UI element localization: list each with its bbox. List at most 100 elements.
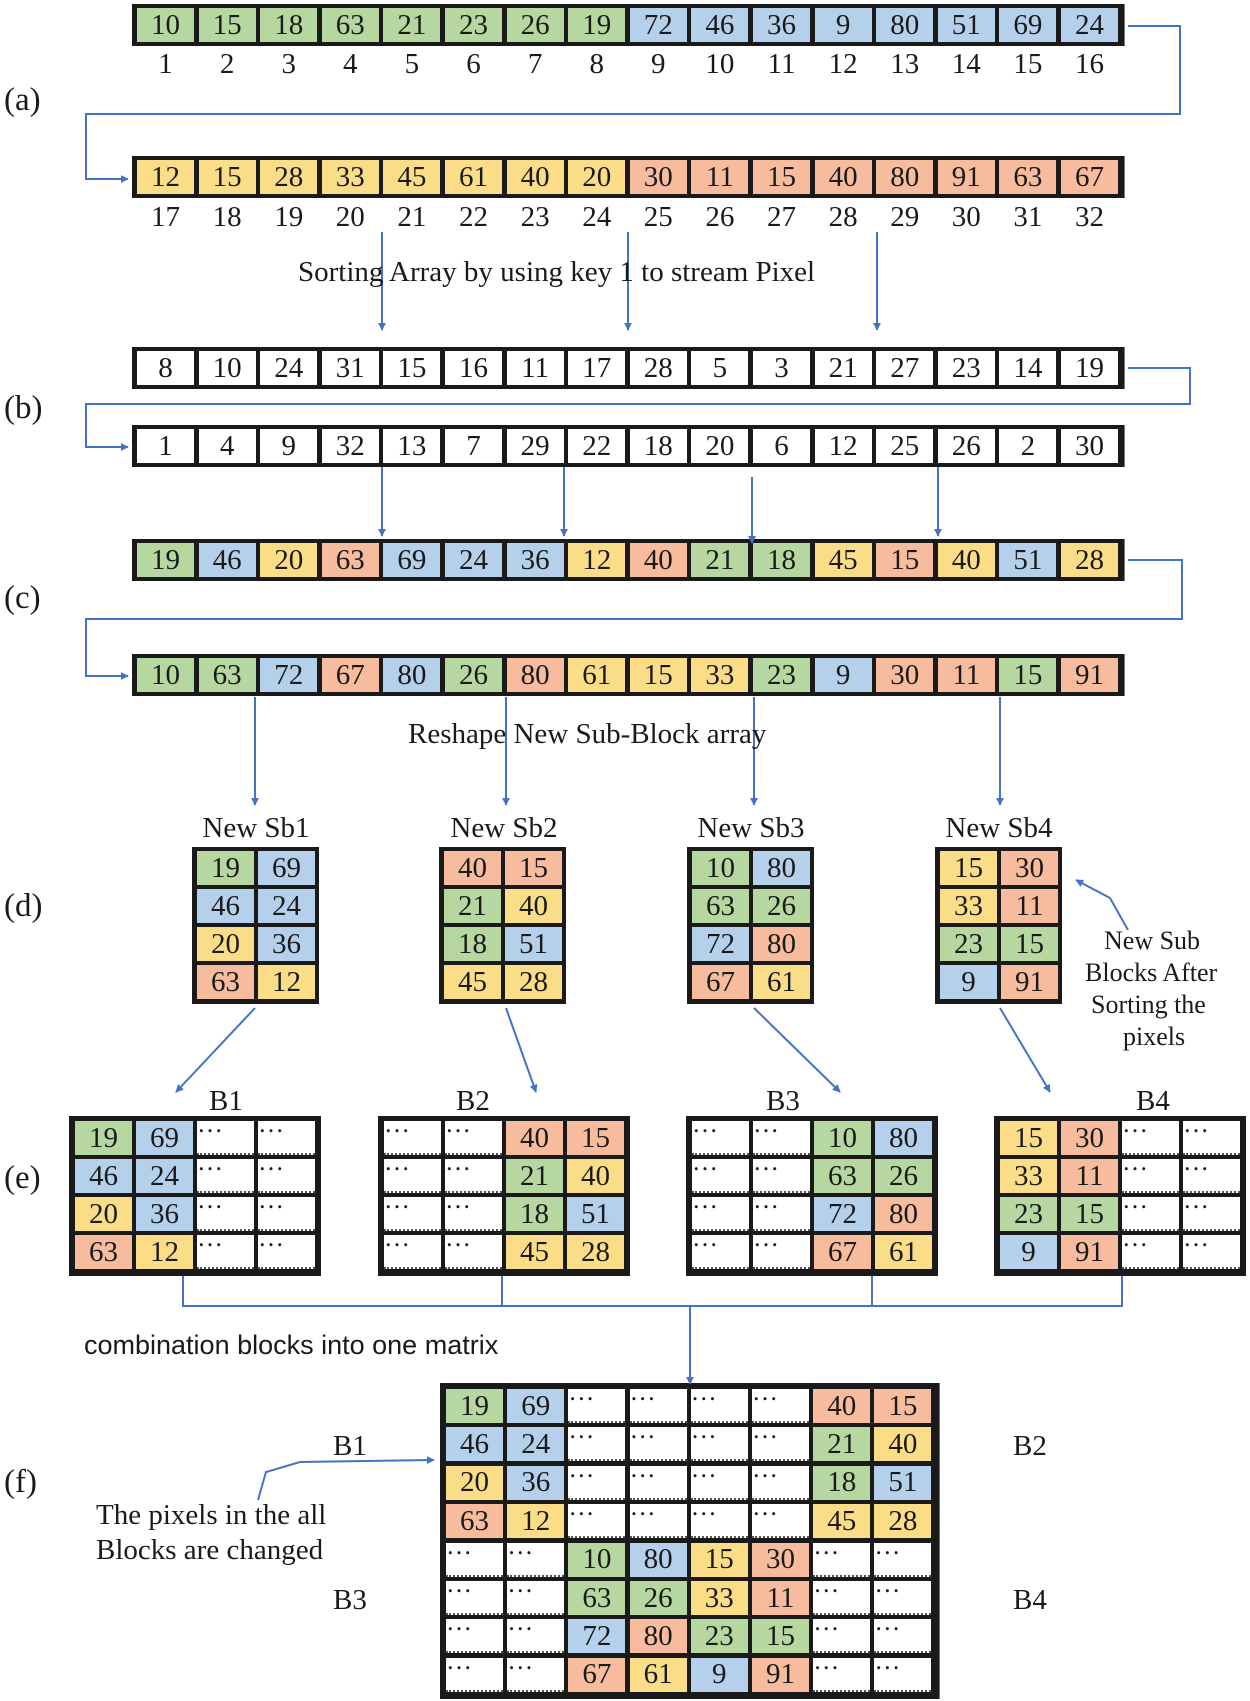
array-a1-cell: 63 — [321, 8, 379, 42]
block-b3-empty-cell: … … — [753, 1225, 810, 1277]
index-a2: 22 — [459, 201, 488, 233]
index-a1: 7 — [527, 48, 543, 80]
array-c1-cell: 40 — [937, 543, 995, 577]
matrix-cell: 33 — [690, 1581, 748, 1615]
array-c2-cell: 33 — [691, 658, 749, 692]
subblock-2-cell: 45 — [444, 965, 501, 999]
array-a1-cell: 9 — [814, 8, 872, 42]
block-b3-empty-cell: … … — [692, 1225, 749, 1277]
key-array-b2-cell: 20 — [691, 429, 749, 463]
subblock-1-cell: 20 — [197, 927, 254, 961]
subblock-title-3: New Sb3 — [697, 812, 805, 844]
block-b1-empty-cell: … … — [197, 1225, 254, 1277]
block-b4-cell: 11 — [1061, 1159, 1118, 1193]
block-b1-cell: 46 — [75, 1159, 132, 1193]
key-array-b2-cell: 25 — [876, 429, 934, 463]
key-array-b1-cell: 10 — [198, 351, 256, 385]
array-c1-cell: 69 — [383, 543, 441, 577]
array-a2-cell: 63 — [999, 160, 1057, 194]
part-label-c: (c) — [4, 580, 41, 616]
combination-caption: combination blocks into one matrix — [84, 1330, 499, 1360]
index-a2: 28 — [828, 201, 858, 233]
matrix-label-b1: B1 — [333, 1430, 367, 1462]
block-b2-empty-cell: … … — [384, 1225, 441, 1277]
array-a2-cell: 28 — [260, 160, 318, 194]
block-b4-empty-cell: … … — [1183, 1149, 1240, 1201]
subblock-2-cell: 40 — [444, 851, 501, 885]
subblock-3-cell: 63 — [692, 889, 749, 923]
array-c2-cell: 30 — [876, 658, 934, 692]
index-a1: 14 — [951, 48, 981, 80]
matrix-cell: 20 — [446, 1465, 503, 1500]
block-b3-cell: 61 — [875, 1235, 932, 1269]
matrix-cell: 30 — [752, 1542, 809, 1577]
new-subblocks-note-line-2: Blocks After — [1085, 958, 1218, 987]
array-a1-cell: 46 — [691, 8, 749, 42]
matrix-label-b4: B4 — [1013, 1584, 1047, 1616]
index-a2: 26 — [705, 201, 735, 233]
block-b3-cell: 26 — [875, 1159, 932, 1193]
block-b1-cell: 69 — [136, 1121, 193, 1155]
new-subblocks-note-line-3: Sorting the — [1091, 990, 1206, 1019]
key-array-b2-cell: 30 — [1061, 429, 1118, 463]
index-a1: 4 — [343, 48, 358, 80]
index-a2: 19 — [274, 201, 304, 233]
subblock-3-cell: 67 — [692, 965, 749, 999]
array-c2-cell: 11 — [937, 658, 995, 692]
matrix-cell: 63 — [446, 1504, 503, 1539]
matrix-cell: 51 — [874, 1465, 932, 1500]
key-array-b1-cell: 19 — [1061, 351, 1118, 385]
subblock-3-cell: 61 — [753, 965, 810, 999]
block-b3-cell: 72 — [814, 1197, 871, 1231]
matrix-cell: 23 — [690, 1619, 748, 1654]
array-a1-cell: 72 — [629, 8, 687, 42]
block-b1-cell: 20 — [75, 1197, 132, 1231]
key-array-b1-cell: 5 — [691, 351, 749, 385]
matrix-cell: 63 — [568, 1581, 626, 1615]
matrix-empty-cell: … … — [752, 1379, 809, 1431]
array-a1-cell: 80 — [876, 8, 934, 42]
block-b4-cell: 33 — [1000, 1159, 1057, 1193]
index-a1: 11 — [767, 48, 796, 80]
subblock-4-cell: 91 — [1001, 965, 1058, 999]
index-a1: 12 — [828, 48, 858, 80]
index-a2: 30 — [951, 201, 981, 233]
subblock-title-1: New Sb1 — [202, 812, 310, 844]
index-a1: 9 — [651, 48, 666, 80]
subblock-title-4: New Sb4 — [945, 812, 1053, 844]
block-b2-empty-cell: … … — [384, 1111, 441, 1163]
connector-lines — [85, 25, 1191, 1501]
block-b2-cell: 18 — [506, 1197, 563, 1231]
subblock-1-cell: 19 — [197, 851, 254, 885]
block-b2-cell: 28 — [567, 1235, 624, 1269]
array-c1-cell: 28 — [1061, 543, 1118, 577]
block-b1-cell: 19 — [75, 1121, 132, 1155]
subblock-1-cell: 46 — [197, 889, 254, 923]
block-b1-empty-cell: … … — [258, 1111, 315, 1163]
arrow-sb4-to-b4 — [999, 1007, 1051, 1093]
key-array-b1-cell: 11 — [506, 351, 564, 385]
matrix-cell: 80 — [629, 1619, 687, 1654]
array-c1-cell: 36 — [506, 543, 564, 577]
array-a2-cell: 15 — [198, 160, 256, 194]
matrix-empty-cell: … … — [568, 1494, 626, 1546]
block-title-b4: B4 — [1136, 1085, 1170, 1117]
block-b2-cell: 45 — [506, 1235, 563, 1269]
matrix-empty-cell: … … — [690, 1455, 748, 1507]
matrix-cell: 45 — [813, 1504, 871, 1539]
array-a1-cell: 69 — [999, 8, 1057, 42]
array-a1-cell: 15 — [198, 8, 256, 42]
array-a2-cell: 30 — [629, 160, 687, 194]
array-a1-cell: 36 — [753, 8, 810, 42]
matrix-empty-cell: … … — [752, 1494, 809, 1546]
subblock-4-cell: 11 — [1001, 889, 1058, 923]
matrix-cell: 28 — [874, 1504, 932, 1539]
array-a2-cell: 33 — [321, 160, 379, 194]
array-a1-cell: 24 — [1061, 8, 1118, 42]
array-a1-cell: 10 — [137, 8, 194, 42]
connector-a1-to-a2 — [85, 25, 1181, 183]
array-a1-cell: 21 — [383, 8, 441, 42]
pixels-changed-note-line-2: Blocks are changed — [96, 1534, 324, 1566]
reshape-caption: Reshape New Sub-Block array — [408, 718, 767, 750]
array-c1-cell: 24 — [445, 543, 502, 577]
